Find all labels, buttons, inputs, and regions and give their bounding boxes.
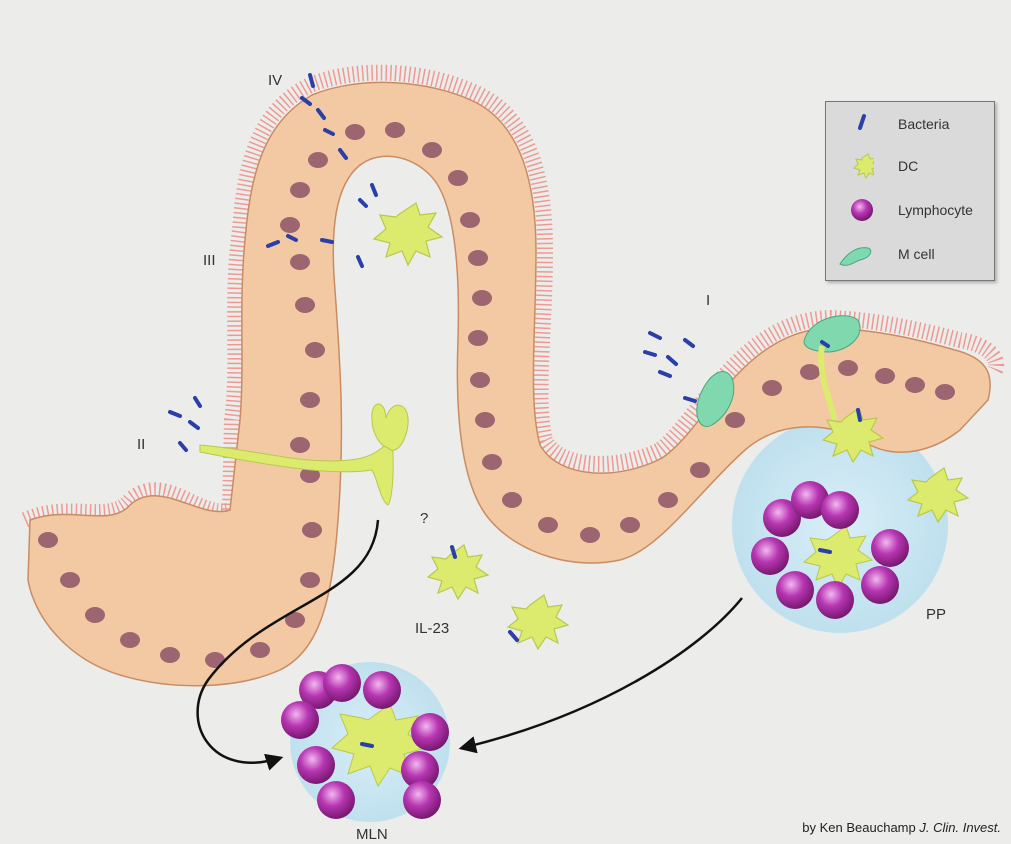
legend-label-dc: DC [898, 158, 918, 174]
legend-item-dc: DC [826, 148, 994, 184]
dendritic-cell [428, 545, 488, 599]
legend-label-lymphocyte: Lymphocyte [898, 202, 973, 218]
label-il23: IL-23 [415, 620, 449, 637]
mesenteric-lymph-node [281, 662, 450, 822]
legend-label-m-cell: M cell [898, 246, 935, 262]
label-site-iv: IV [268, 72, 282, 89]
label-peyers-patch: PP [926, 606, 946, 623]
credit-author: by Ken Beauchamp [802, 820, 915, 835]
m-cell-icon [834, 236, 874, 272]
legend-item-m-cell: M cell [826, 236, 994, 272]
dendritic-cell [374, 203, 442, 265]
lymphocyte-icon [834, 192, 874, 228]
legend-item-lymphocyte: Lymphocyte [826, 192, 994, 228]
legend: Bacteria DC Lymphocyte M cell [825, 101, 995, 281]
credit-line: by Ken Beauchamp J. Clin. Invest. [802, 820, 1001, 835]
dendritic-cell-icon [834, 148, 874, 184]
label-site-iii: III [203, 252, 216, 269]
label-site-ii: II [137, 436, 145, 453]
label-site-i: I [706, 292, 710, 309]
credit-journal: J. Clin. Invest. [919, 820, 1001, 835]
legend-item-bacteria: Bacteria [826, 106, 994, 142]
label-question: ? [420, 510, 428, 527]
legend-label-bacteria: Bacteria [898, 116, 949, 132]
migration-arrow-pp-to-mln [462, 598, 742, 748]
label-mln: MLN [356, 826, 388, 843]
bacteria-icon [834, 106, 874, 142]
